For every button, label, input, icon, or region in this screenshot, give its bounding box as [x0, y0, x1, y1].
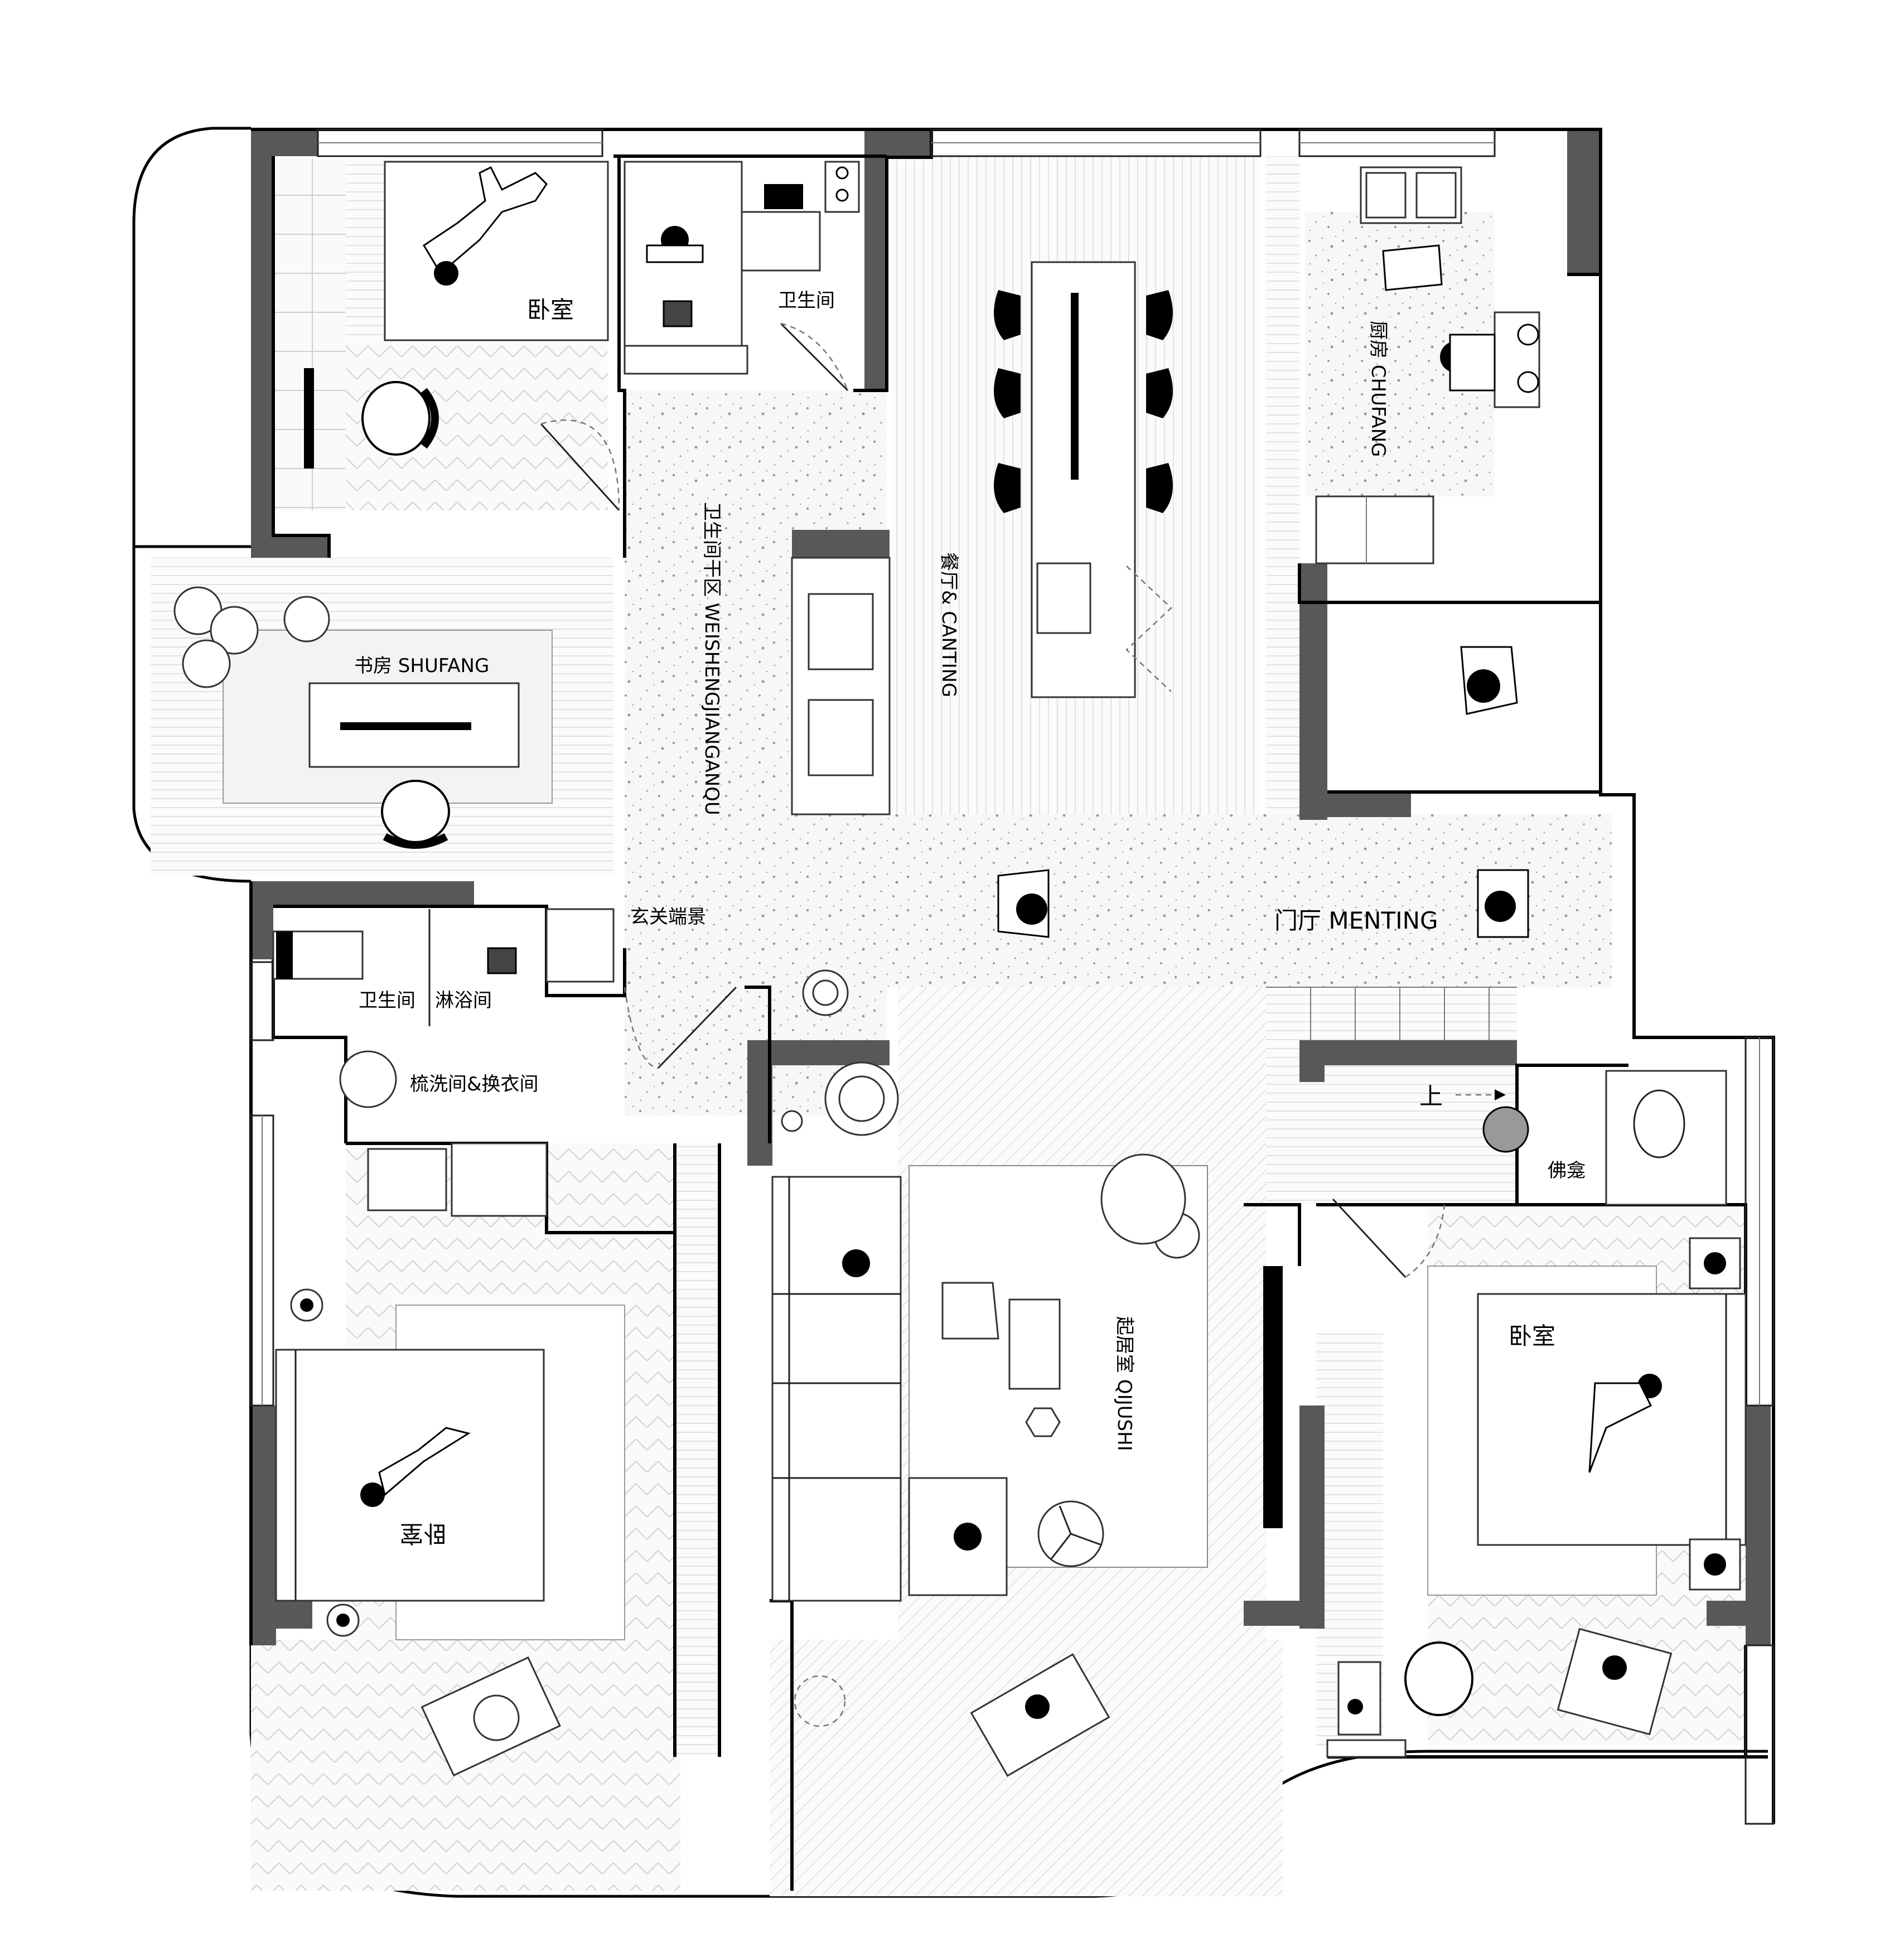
- label-bedroom-right: 卧室: [1509, 1322, 1555, 1350]
- bathroom-top-fixtures: [624, 161, 860, 392]
- bedroom-r-furniture: [1337, 1237, 1747, 1736]
- study-furniture: [173, 586, 553, 849]
- label-bathroom-left: 卫生间: [359, 989, 415, 1012]
- living-balcony-floor: [770, 1640, 1283, 1896]
- doors: [540, 419, 1446, 1278]
- label-shower: 淋浴间: [435, 989, 492, 1012]
- bathroom-left-fixtures: [272, 908, 615, 1026]
- stair-hall: [1266, 987, 1517, 1205]
- bedroom-tl-bed: [384, 161, 609, 341]
- vanity-units: [791, 557, 891, 815]
- label-bath-dry: 卫生间干区 WEISHENGJIANGANQU: [700, 502, 723, 815]
- hall-persons: [997, 869, 1529, 938]
- balcony-top-left-outline: [132, 127, 251, 547]
- dressing-fixtures: [339, 1050, 548, 1217]
- label-bathroom-top: 卫生间: [778, 289, 835, 312]
- corridor-person: [1460, 646, 1518, 715]
- balcony-loungers: [794, 1653, 1407, 1777]
- bedroom-bl-furniture: [275, 1288, 625, 1776]
- label-bedroom-bl: 卧室: [400, 1520, 447, 1547]
- corridor-floor: [1266, 156, 1299, 814]
- desk-chair-tl: [304, 368, 439, 469]
- label-entrance-hall: 门厅 MENTING: [1274, 907, 1438, 934]
- label-buddha-niche: 佛龛: [1548, 1160, 1586, 1182]
- label-study: 书房 SHUFANG: [354, 655, 489, 677]
- windows: [250, 128, 1775, 1825]
- living-furniture: [771, 1061, 1208, 1602]
- label-kitchen: 厨房 CHUFANG: [1367, 321, 1389, 457]
- kitchen-fixtures: [1315, 166, 1540, 564]
- foyer-stool: [802, 969, 849, 1016]
- label-bedroom-tl: 卧室: [527, 296, 574, 323]
- stair-and-niche: [1266, 987, 1727, 1206]
- label-up: 上: [1419, 1083, 1443, 1110]
- label-dressing: 梳洗间&换衣间: [410, 1073, 539, 1095]
- label-dining: 餐厅& CANTING: [937, 552, 960, 697]
- dining-table: [994, 261, 1173, 698]
- stair-left: [675, 1143, 719, 1757]
- label-foyer-feature: 玄关端景: [630, 906, 706, 928]
- label-living-room: 起居室 QIJUSHI: [1113, 1316, 1135, 1451]
